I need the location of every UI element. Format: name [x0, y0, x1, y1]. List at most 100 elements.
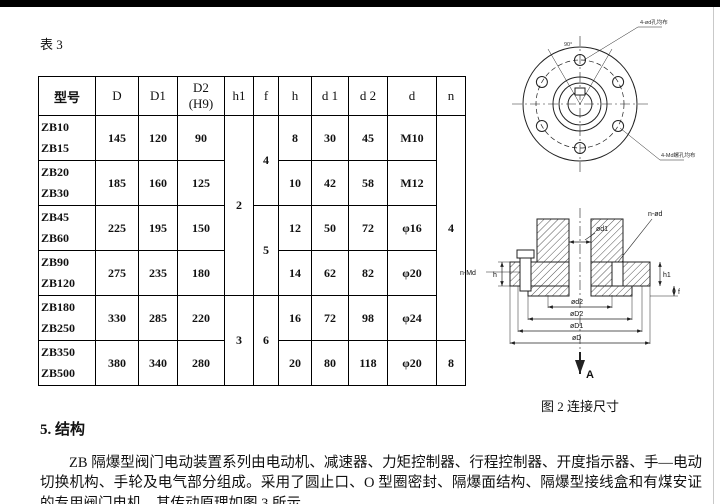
col-header-D: D	[95, 76, 139, 116]
cell-h: 10	[278, 160, 312, 206]
model-name: ZB15	[41, 141, 70, 155]
section-heading: 5. 结构	[40, 422, 86, 438]
cell-D2: 90	[177, 115, 225, 161]
connection-dimensions-drawing: 90° 4-ød孔均布 4-Md螺孔均布	[460, 18, 696, 381]
table-row: ZB10 ZB15 145 120 90 2 4 8 30 45 M10 4	[38, 115, 466, 341]
cell-D1: 235	[138, 250, 178, 296]
cell-h: 20	[278, 340, 312, 386]
model-name: ZB45	[41, 210, 70, 224]
col-header-n: n	[436, 76, 466, 116]
model-name: ZB120	[41, 276, 76, 290]
cell-d1: 80	[311, 340, 349, 386]
model-name: ZB90	[41, 255, 70, 269]
col-header-d1: d 1	[311, 76, 349, 116]
flange-section-view	[486, 208, 678, 374]
scan-top-bar	[0, 0, 720, 7]
cell-h1-span: 2	[224, 115, 254, 296]
cell-d: φ20	[387, 340, 437, 386]
cell-d2: 82	[348, 250, 388, 296]
cell-h: 12	[278, 205, 312, 251]
thread-note-label: 4-Md螺孔均布	[661, 151, 696, 159]
cell-d: M10	[387, 115, 437, 161]
spec-table: 型号 D D1 D2 (H9) h1 f h d 1 d 2 d n ZB10	[38, 76, 466, 386]
cell-D2: 220	[177, 295, 225, 341]
label-od1: ød1	[596, 226, 608, 233]
col-header-model: 型号	[38, 76, 96, 116]
angle-label: 90°	[564, 42, 572, 48]
cell-models: ZB350 ZB500	[38, 340, 96, 386]
cell-f-span: 6	[253, 295, 279, 386]
cell-f-span: 4	[253, 115, 279, 206]
cell-D: 185	[95, 160, 139, 206]
cell-models: ZB180 ZB250	[38, 295, 96, 341]
col-header-f: f	[253, 76, 279, 116]
cell-d1: 72	[311, 295, 349, 341]
cell-D: 145	[95, 115, 139, 161]
col-header-h: h	[278, 76, 312, 116]
model-name: ZB500	[41, 366, 76, 380]
cell-d: φ24	[387, 295, 437, 341]
cell-d2: 72	[348, 205, 388, 251]
cell-D2: 150	[177, 205, 225, 251]
col-header-d: d	[387, 76, 437, 116]
figure-caption: 图 2 连接尺寸	[540, 399, 619, 414]
model-name: ZB60	[41, 231, 70, 245]
label-n-Md: n-Md	[460, 270, 476, 277]
cell-d: φ16	[387, 205, 437, 251]
header-row: 型号 D D1 D2 (H9) h1 f h d 1 d 2 d n	[38, 76, 466, 116]
col-header-D2-line1: D2	[193, 80, 209, 95]
cell-d2: 118	[348, 340, 388, 386]
cell-f-span: 5	[253, 205, 279, 296]
flange-top-view	[512, 26, 684, 172]
col-header-D2-line2: (H9)	[188, 96, 214, 111]
cell-D1: 160	[138, 160, 178, 206]
cell-models: ZB10 ZB15	[38, 115, 96, 161]
model-name: ZB250	[41, 321, 76, 335]
cell-D: 225	[95, 205, 139, 251]
cell-D: 275	[95, 250, 139, 296]
table-row: ZB20 ZB30 185 160 125 10 42 58 M12	[38, 160, 466, 206]
label-A-view: A	[586, 369, 594, 381]
body-paragraph: ZB 隔爆型阀门电动装置系列由电动机、减速器、力矩控制器、行程控制器、开度指示器…	[40, 454, 702, 504]
label-oD1: øD1	[570, 323, 583, 330]
cell-d1: 42	[311, 160, 349, 206]
cell-D2: 180	[177, 250, 225, 296]
table-row: ZB180 ZB250 330 285 220 3 6 16 72 98 φ24	[38, 295, 466, 386]
model-name: ZB350	[41, 345, 76, 359]
cell-d: M12	[387, 160, 437, 206]
cell-D2: 125	[177, 160, 225, 206]
figure-2: 90° 4-ød孔均布 4-Md螺孔均布	[452, 14, 707, 397]
hole-note-label: 4-ød孔均布	[640, 18, 668, 26]
cell-h1-span: 3	[224, 295, 254, 386]
cell-n-span: 8	[436, 340, 466, 386]
cell-d1: 62	[311, 250, 349, 296]
label-oD: øD	[572, 335, 581, 342]
label-n-od: n-ød	[648, 211, 663, 218]
cell-d2: 45	[348, 115, 388, 161]
page-edge-line	[713, 7, 714, 504]
cell-h: 16	[278, 295, 312, 341]
cell-D1: 195	[138, 205, 178, 251]
table-label: 表 3	[40, 37, 63, 52]
table-row: ZB350 ZB500 380 340 280 20 80 118 φ20 8	[38, 340, 466, 386]
cell-D: 330	[95, 295, 139, 341]
cell-n-span: 4	[436, 115, 466, 341]
cell-models: ZB90 ZB120	[38, 250, 96, 296]
cell-d1: 50	[311, 205, 349, 251]
cell-d: φ20	[387, 250, 437, 296]
cell-models: ZB45 ZB60	[38, 205, 96, 251]
cell-d2: 98	[348, 295, 388, 341]
cell-h: 14	[278, 250, 312, 296]
col-header-D1: D1	[138, 76, 178, 116]
table-row: ZB45 ZB60 225 195 150 5 12 50 72 φ16	[38, 205, 466, 296]
cell-D1: 285	[138, 295, 178, 341]
model-name: ZB10	[41, 120, 70, 134]
label-od2: ød2	[571, 299, 583, 306]
cell-d2: 58	[348, 160, 388, 206]
model-name: ZB30	[41, 186, 70, 200]
cell-d1: 30	[311, 115, 349, 161]
cell-D: 380	[95, 340, 139, 386]
col-header-d2: d 2	[348, 76, 388, 116]
table-row: ZB90 ZB120 275 235 180 14 62 82 φ20	[38, 250, 466, 296]
